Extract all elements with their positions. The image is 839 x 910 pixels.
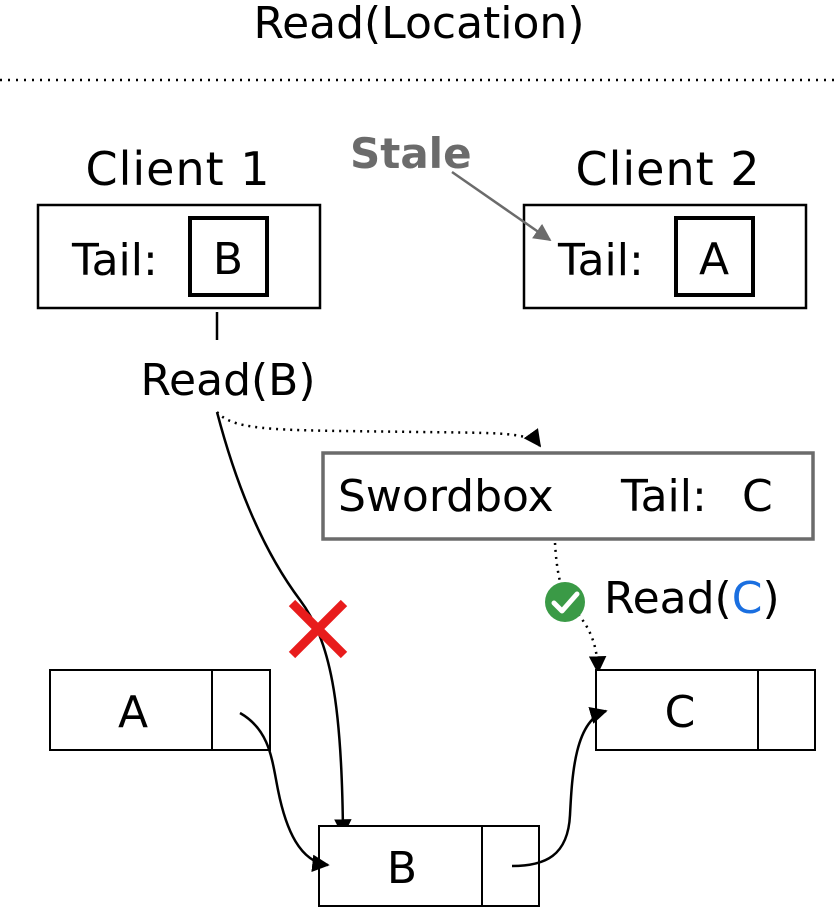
read-c-suffix: ) (762, 573, 779, 624)
swordbox-tail-value: C (742, 471, 773, 522)
node-c-label: C (665, 687, 696, 738)
client1-tail-value-box (188, 216, 269, 297)
pointer-b-to-c (511, 707, 608, 868)
client2-tail-value: A (699, 234, 729, 285)
client1-tail-value: B (213, 234, 243, 285)
node-b (318, 825, 540, 907)
swordbox-name: Swordbox (338, 471, 554, 522)
read-b-to-swordbox-arrow (216, 411, 542, 448)
client2-box (522, 203, 808, 310)
read-b-label: Read(B) (140, 355, 315, 406)
read-c-value: C (732, 573, 763, 624)
checkmark-icon (545, 582, 585, 622)
swordbox-tail-label: Tail: (620, 471, 707, 522)
node-a-label: A (118, 687, 148, 738)
client2-tail-value-box (674, 216, 755, 297)
client1-box (36, 203, 322, 310)
client1-tail-label: Tail: (71, 235, 158, 286)
node-c (595, 669, 816, 751)
node-b-label: B (387, 843, 417, 894)
node-a (49, 669, 271, 751)
cross-icon (288, 599, 348, 659)
read-c-label: Read(C) (604, 573, 780, 624)
read-b-direct-arrow (215, 411, 352, 837)
read-c-prefix: Read( (604, 573, 732, 624)
diagram-title: Read(Location) (254, 0, 585, 49)
stale-arrow (451, 170, 552, 242)
swordbox-box (321, 451, 815, 541)
pointer-a-to-b (239, 711, 330, 873)
stale-label: Stale (350, 129, 472, 178)
client2-name: Client 2 (575, 142, 760, 196)
client2-tail-label: Tail: (557, 235, 644, 286)
client1-name: Client 1 (85, 142, 270, 196)
